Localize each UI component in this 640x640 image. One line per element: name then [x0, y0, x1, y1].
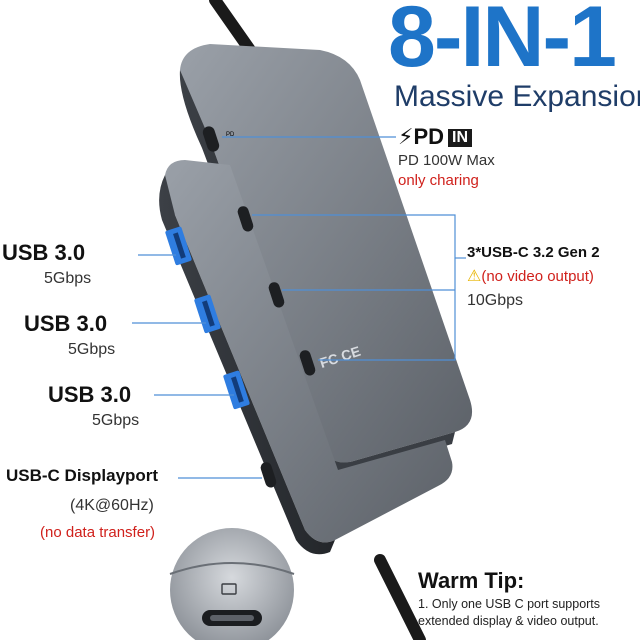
warm-tip-line-2: extended display & video output. [418, 614, 599, 628]
displayport-note: (no data transfer) [40, 524, 156, 541]
lower-hub [159, 160, 453, 555]
pd-port-shape [202, 126, 220, 152]
lightning-bolt-icon: ⚡ [398, 124, 414, 149]
subtitle: Massive Expansion [394, 80, 640, 113]
usb-a-1-speed: 5Gbps [44, 270, 92, 287]
usbc-warning: ⚠(no video output) [467, 266, 594, 286]
typec-port-3-shape [299, 350, 316, 376]
usb-a-3-label: USB 3.0 [48, 382, 132, 407]
pd-marking: PD [226, 132, 235, 138]
typec-port-1-shape [237, 206, 254, 232]
pd-spec: PD 100W Max [398, 152, 495, 169]
usb-a-1-label: USB 3.0 [2, 240, 86, 265]
usb-a-2-label: USB 3.0 [24, 311, 108, 336]
pd-label-text: PD [413, 124, 445, 149]
upper-hub [179, 44, 473, 475]
bottom-cable [374, 554, 426, 640]
pd-note: only charing [398, 172, 479, 189]
warm-tip-title: Warm Tip: [418, 568, 525, 593]
top-cable [209, 0, 256, 56]
displayport-spec: (4K@60Hz) [70, 497, 154, 514]
usb-a-3-speed: 5Gbps [92, 412, 140, 429]
warm-tip-line-1: 1. Only one USB C port supports [418, 597, 601, 611]
warning-triangle-icon: ⚠ [467, 268, 482, 285]
usbc-speed: 10Gbps [467, 292, 524, 309]
typec-port-2-shape [268, 282, 285, 308]
callout-lines [132, 136, 466, 479]
usb-a-port-3-shape [223, 370, 250, 410]
main-title: 8-IN-1 [388, 0, 617, 85]
usb-a-port-1-shape [165, 226, 192, 266]
in-badge: IN [448, 129, 473, 147]
usbc-label: 3*USB-C 3.2 Gen 2 [467, 244, 600, 261]
usb-a-port-2-shape [194, 294, 221, 334]
displayport-label: USB-C Displayport [6, 466, 159, 485]
usbc-warning-text: (no video output) [481, 268, 594, 285]
usb-a-2-speed: 5Gbps [68, 341, 116, 358]
zoom-circle [169, 528, 295, 640]
dp-port-shape [260, 462, 277, 488]
